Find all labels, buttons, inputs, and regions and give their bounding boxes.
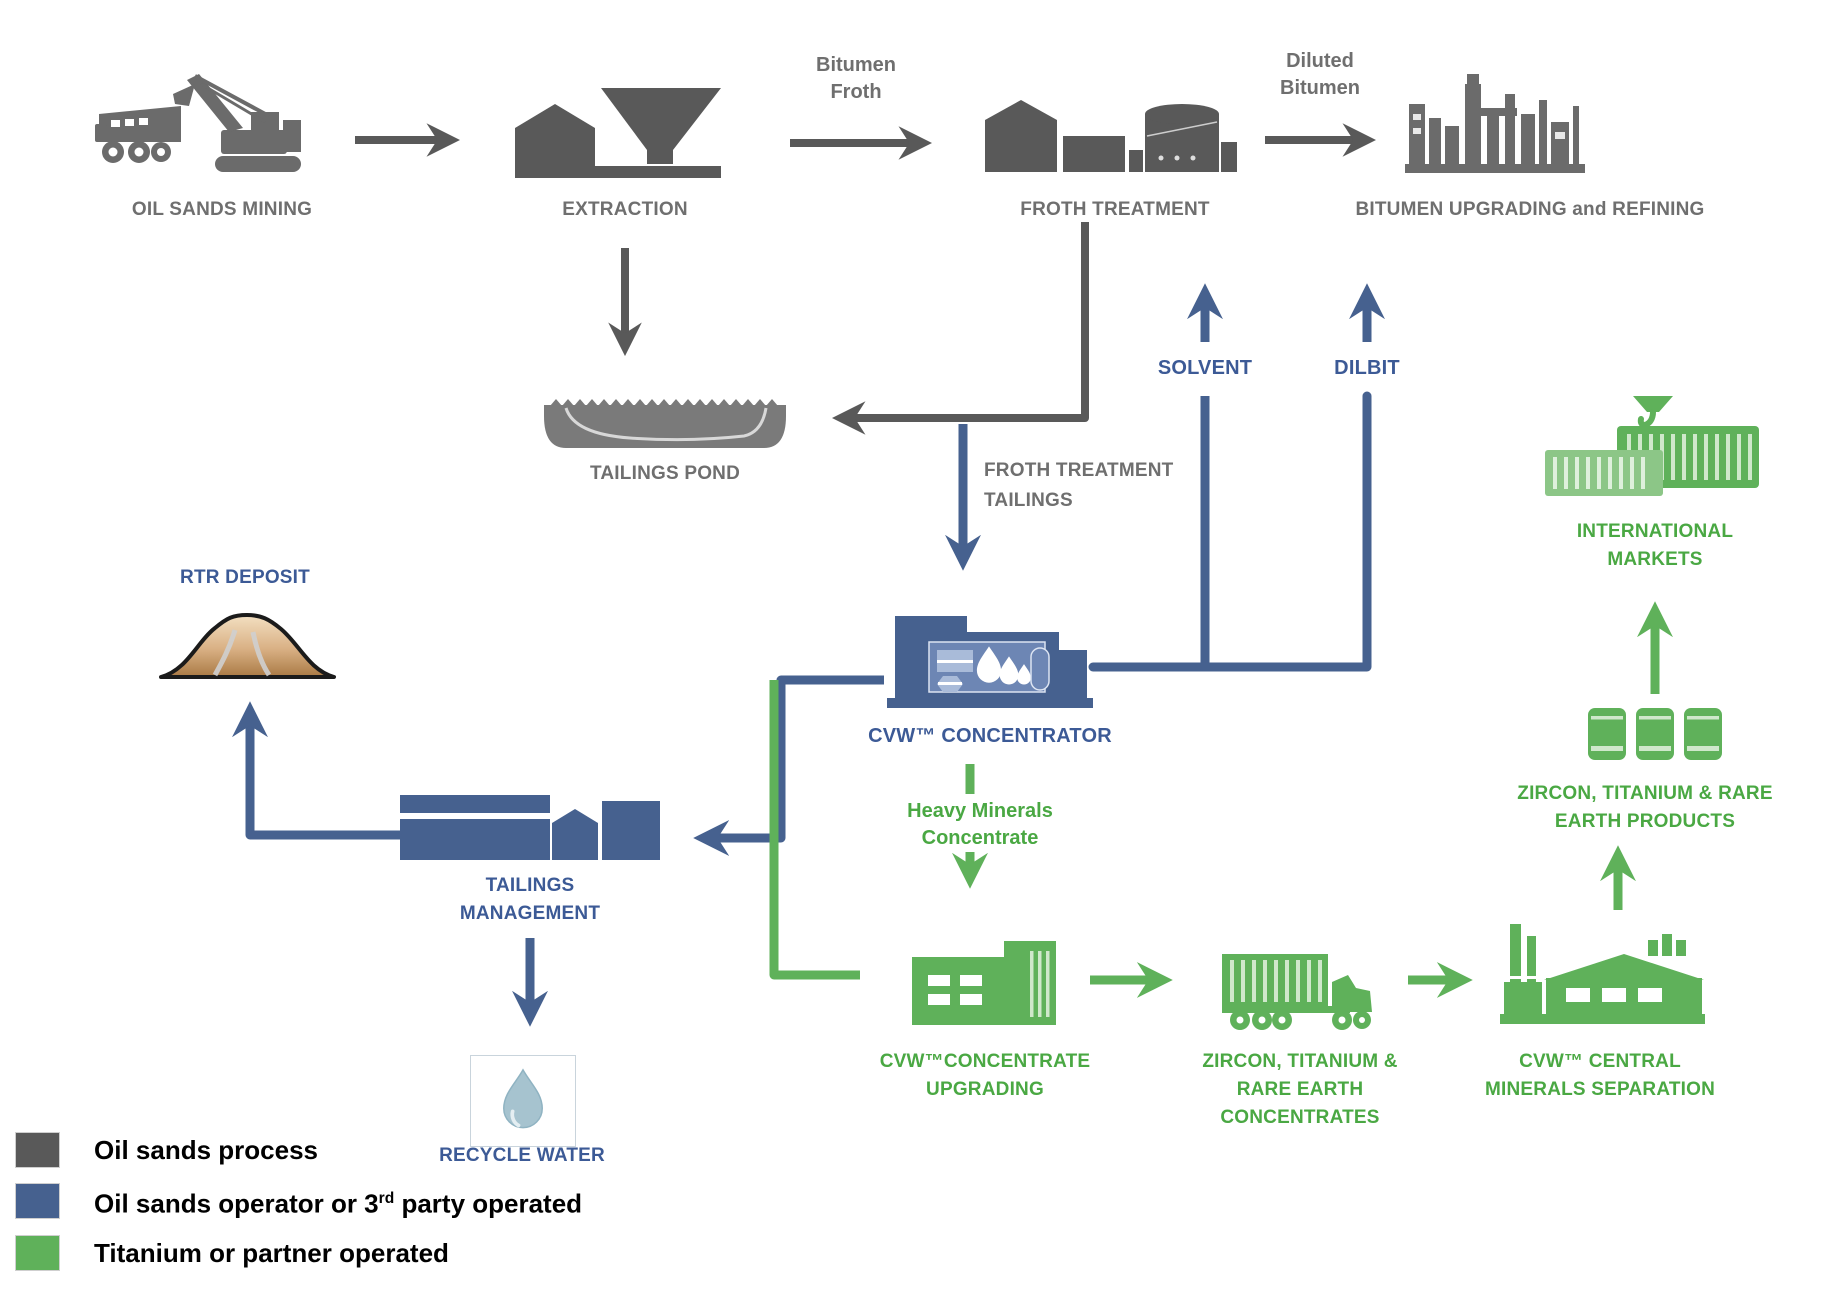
cvw-concentrator-icon [887, 616, 1093, 708]
international-markets-icon [1545, 396, 1759, 496]
recycle-water-label: RECYCLE WATER [439, 1145, 605, 1166]
bitumen-upgrading-label: BITUMEN UPGRADING and REFINING [1355, 199, 1705, 220]
line-concentrator-to-dilbit [1088, 391, 1372, 672]
bitumen-upgrading-icon [1405, 74, 1585, 173]
oil-sands-mining-label: OIL SANDS MINING [131, 199, 313, 220]
legend-label-oil-sands-process: Oil sands process [94, 1135, 318, 1165]
froth-treatment-label: FROTH TREATMENT [1020, 199, 1210, 220]
cvw-concentrate-upgrading-icon [912, 941, 1056, 1025]
arrow-froth-treatment-to-tailings-pond [831, 222, 1089, 435]
legend: Oil sands process Oil sands operator or … [15, 1132, 582, 1285]
line-concentrator-to-upgrading-bypass [769, 680, 860, 980]
dilbit-flow-label: DILBIT [1334, 357, 1400, 379]
rtr-deposit-icon [159, 613, 336, 679]
legend-item-operator: Oil sands operator or 3rd party operated [15, 1182, 582, 1221]
recycle-water-box [470, 1055, 576, 1147]
extraction-icon [515, 88, 721, 178]
legend-item-titanium: Titanium or partner operated [15, 1234, 582, 1271]
oil-sands-mining-icon [95, 74, 301, 172]
tailings-management-icon [400, 795, 660, 860]
tailings-pond-icon [544, 399, 786, 448]
arrow-concentrator-to-tailings-management [693, 675, 884, 856]
water-drop-icon [503, 1068, 543, 1129]
legend-label-titanium: Titanium or partner operated [94, 1237, 449, 1268]
froth-treatment-icon [985, 100, 1237, 172]
solvent-flow-label: SOLVENT [1157, 357, 1253, 379]
rtr-deposit-label: RTR DEPOSIT [180, 567, 310, 588]
tailings-pond-label: TAILINGS POND [589, 463, 741, 484]
zircon-concentrates-truck-icon [1222, 954, 1372, 1030]
legend-swatch-gray [15, 1132, 60, 1168]
legend-swatch-green [15, 1234, 60, 1271]
cvw-concentrator-label: CVW™ CONCENTRATOR [868, 725, 1112, 747]
cvw-central-minerals-separation-icon [1500, 924, 1705, 1024]
legend-swatch-blue [15, 1183, 60, 1220]
zircon-products-barrels-icon [1588, 708, 1722, 760]
legend-item-oil-sands-process: Oil sands process [15, 1132, 582, 1168]
extraction-label: EXTRACTION [562, 199, 688, 220]
arrow-tailings-management-to-rtr-deposit [232, 701, 400, 840]
legend-label-operator: Oil sands operator or 3rd party operated [94, 1188, 583, 1219]
